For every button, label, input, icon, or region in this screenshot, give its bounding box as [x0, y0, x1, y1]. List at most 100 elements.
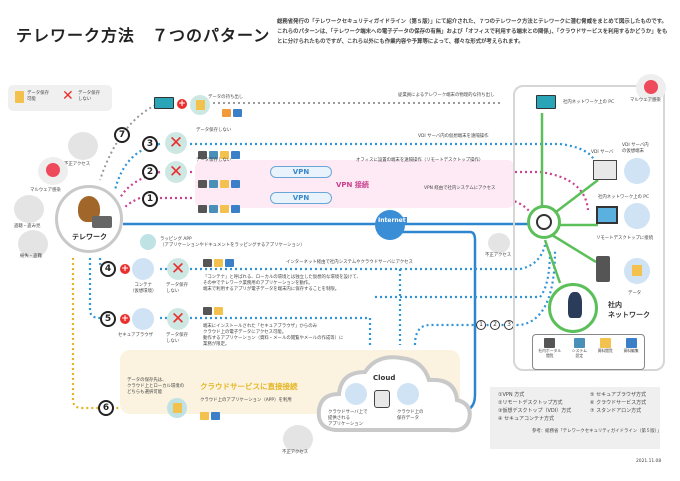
pattern-7-route-label: 従業員によるテレワーク端末の物理的な持ち出し	[398, 93, 495, 98]
office-network-box	[513, 85, 665, 371]
office-data-label: データ	[628, 291, 642, 296]
lost-device-icon	[18, 230, 48, 258]
threat-malware: マルウェア感染	[30, 188, 61, 193]
server-database-icon	[374, 390, 390, 408]
teleworker-label: テレワーク	[72, 233, 107, 241]
office-pc-label: 社内ネットワーク上の PC	[563, 100, 615, 105]
plus-icon: +	[120, 264, 130, 274]
reference-note: 参考：総務省「テレワークセキュリティガイドライン（第５版）」	[532, 429, 662, 434]
pattern-1-route-label: VPN 経由で社内システムにアクセス	[424, 186, 496, 191]
vpn-tunnel: VPN	[270, 192, 332, 204]
pattern-5-device-label: セキュアブラウザ	[118, 333, 154, 338]
office-unauthorized-access: 不正アクセス	[485, 253, 512, 258]
page-description: 総務省発行の「テレワークセキュリティガイドライン（第５版）」にて紹介された、７つ…	[277, 19, 668, 45]
remote-desktop-label: リモートデスクトップに接続	[596, 236, 654, 241]
hacker-icon	[283, 425, 313, 453]
portal-icon	[544, 338, 556, 348]
wrapping-app-subtitle: （アプリケーションやドキュメントをラッピングするアプリケーション）	[160, 243, 305, 248]
vdi-server-label: VDI サーバ	[591, 150, 614, 155]
plus-icon: +	[177, 99, 187, 109]
pattern-7-file-icons	[222, 109, 242, 117]
office-laptop-icon	[536, 95, 556, 109]
route-5-line	[160, 316, 372, 345]
container-laptop-icon	[132, 258, 154, 280]
pattern-2-route-label: オフィスに設置の端末を遠隔操作（リモートデスクトップ操作）	[356, 158, 484, 163]
pattern-3-route-label: VDI サーバ内の仮想端末を遠隔操作	[418, 134, 489, 139]
pattern-7-data-label: データの持ち出し	[208, 95, 244, 100]
method-1: ①VPN 方式	[498, 392, 525, 398]
pattern-6-data-note: データの保存先は、 クラウド上とローカル環境の どちらも選択可能	[127, 378, 185, 395]
method-2: ②リモートデスクトップ方式	[498, 400, 563, 406]
settings-icon	[573, 338, 585, 348]
person-icon	[78, 196, 100, 222]
no-save-cross-icon: ✕	[165, 132, 187, 154]
folder-icon	[599, 338, 611, 348]
malware-icon	[636, 74, 666, 102]
method-6: ⑥ クラウドサービス方式	[590, 400, 647, 406]
pattern-1-file-icons	[198, 205, 240, 213]
plus-icon: +	[120, 314, 130, 324]
teleworker-node: テレワーク	[55, 185, 123, 253]
vpn-band-label: VPN 接続	[336, 181, 369, 189]
hacker-icon	[68, 132, 98, 160]
route-badges: 1 2 3	[476, 320, 514, 330]
laptop-icon	[154, 97, 174, 109]
internet-label: Internet	[377, 217, 407, 224]
pattern-5-note: 端末にインストールされた「セキュアブラウザ」からのみ クラウド上の電子データにア…	[203, 324, 344, 347]
task-system-settings: システム 設定	[572, 338, 587, 369]
threat-theft-peeping: 盗聴・盗み見	[14, 224, 41, 229]
pattern-5-data-label: データ保存 しない	[166, 333, 188, 344]
no-save-cross-icon: ✕	[167, 308, 189, 330]
pattern-5-number: 5	[100, 311, 116, 327]
pattern-2-data-label: データ保存しない	[196, 158, 232, 163]
pattern-5-file-icons	[203, 307, 223, 315]
cloud-band-title: クラウドサービスに直接接続	[200, 382, 298, 391]
task-edit-docs: 資料編集	[623, 338, 639, 369]
route-badge-2: 2	[490, 320, 500, 330]
wrapping-app-title: ラッピング APP	[160, 237, 192, 242]
cloud-data-label: クラウド上の 保存データ	[397, 410, 424, 421]
cloud-unauthorized-access: 不正アクセス	[282, 450, 309, 455]
legend-save-ok-label: データ保存 可能	[27, 91, 49, 102]
document-icon	[233, 109, 242, 117]
laptop-icon	[92, 216, 112, 228]
office-hub	[527, 205, 561, 239]
office-network-pc-label: 社内ネットワーク上の PC	[598, 195, 650, 200]
pattern-6-file-icons	[200, 412, 220, 420]
legend-save-no-label: データ保存 しない	[78, 91, 100, 102]
cloud-shape	[316, 355, 472, 433]
pattern-7-number: 7	[114, 127, 130, 143]
task-view-docs: 資料閲覧	[598, 338, 613, 369]
cloud-app-label: クラウドサーバ上で 提供される アプリケーション	[328, 410, 368, 427]
edit-document-icon	[625, 338, 637, 348]
route-6-line	[71, 258, 320, 410]
secure-browser-icon	[132, 308, 154, 330]
cloud-label: Cloud	[373, 374, 396, 382]
method-3: ③仮想デスクトップ（VDI）方式	[498, 408, 572, 414]
pattern-6-number: 6	[98, 400, 114, 416]
hacker-icon	[488, 233, 510, 253]
virtual-terminal-icon	[624, 158, 650, 184]
threat-unauthorized-access: 不正アクセス	[64, 162, 91, 167]
pattern-4-file-icons	[203, 259, 234, 267]
methods-list: ①VPN 方式 ②リモートデスクトップ方式 ③仮想デスクトップ（VDI）方式 ④…	[490, 387, 662, 449]
vdi-virtual-label: VDI サーバ内 の仮想端末	[622, 143, 649, 154]
no-save-cross-icon: ✕	[165, 161, 187, 183]
date-label: 2021.11.08	[636, 459, 662, 464]
office-worker-node	[548, 283, 598, 333]
route-4-line	[160, 244, 547, 271]
route-2-line	[190, 170, 590, 211]
office-malware-label: マルウェア感染	[630, 98, 661, 103]
pattern-4-number: 4	[100, 261, 116, 277]
legend: データ保存 可能 ✕ データ保存 しない	[8, 85, 112, 111]
internet-globe-icon	[375, 210, 405, 240]
data-file-icon	[624, 258, 650, 284]
task-portal: 社内ポータル 閲覧	[538, 338, 561, 369]
server-tower-icon	[596, 256, 610, 282]
route-3-line	[190, 142, 597, 163]
pattern-4-device-label: コンテナ （仮想環境）	[130, 283, 157, 294]
peeping-icon	[14, 195, 44, 223]
method-5: ⑤ セキュアブラウザ方式	[590, 392, 646, 398]
route-badge-1: 1	[476, 320, 486, 330]
pattern-3-data-label: データ保存しない	[196, 128, 232, 133]
